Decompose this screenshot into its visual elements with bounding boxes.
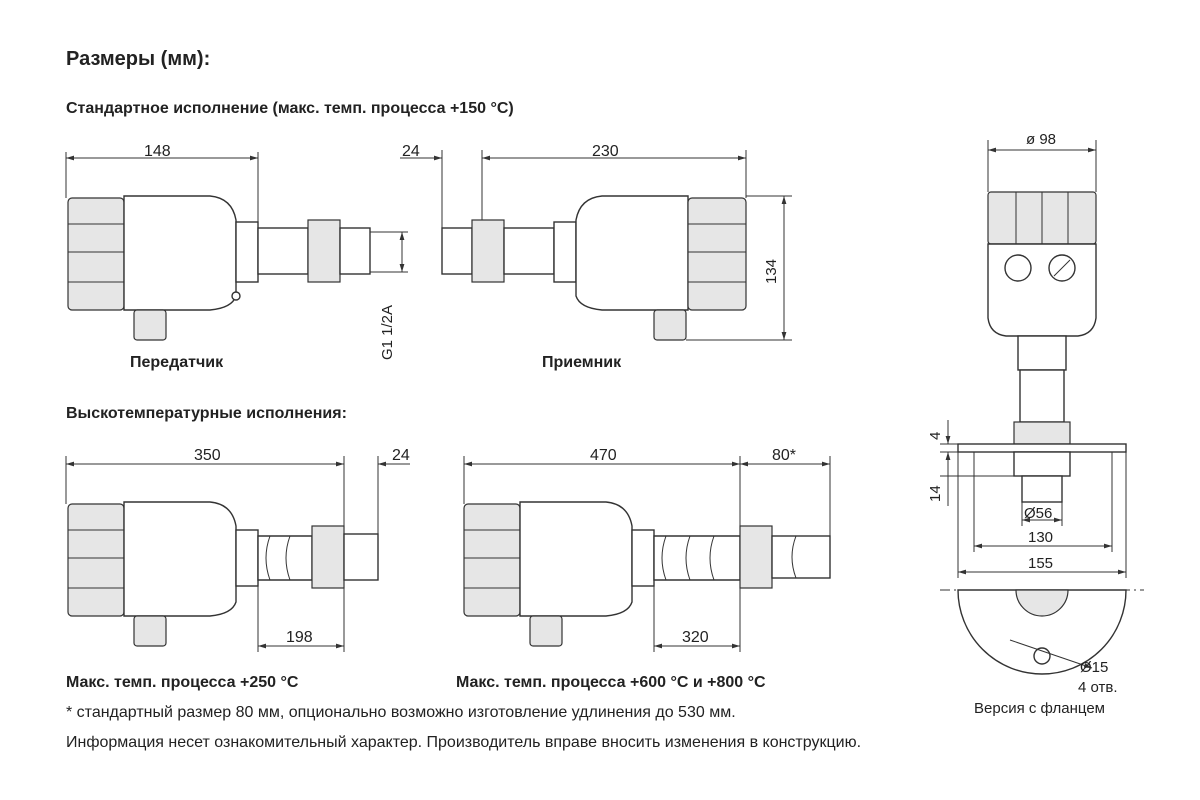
flange-dim-155: 155	[1028, 555, 1053, 572]
v250-dim-bottom: 198	[286, 629, 313, 646]
v600-drawing	[463, 501, 831, 647]
standard-heading: Стандартное исполнение (макс. темп. проц…	[66, 100, 514, 117]
flange-dim-56: Ø56	[1024, 505, 1052, 522]
receiver-dim-height: 134	[763, 259, 780, 284]
v600-dim-bottom: 320	[682, 629, 709, 646]
receiver-label: Приемник	[542, 354, 622, 371]
flange-dim-130: 130	[1028, 529, 1053, 546]
v250-drawing	[67, 501, 379, 647]
receiver-drawing	[441, 195, 747, 341]
receiver-dim-length: 230	[592, 143, 619, 160]
v600-dim-total: 470	[590, 447, 617, 464]
flange-dim-hole: Ø15	[1080, 659, 1108, 676]
flange-dim-4: 4	[927, 432, 944, 440]
flange-dim-14: 14	[927, 485, 944, 502]
v250-label: Макс. темп. процесса +250 °C	[66, 674, 299, 691]
flange-label: Версия с фланцем	[974, 700, 1105, 717]
footnote: * стандартный размер 80 мм, опционально …	[66, 704, 736, 721]
flange-dim-top: ø 98	[1026, 131, 1056, 148]
v250-dim-right: 24	[392, 447, 410, 464]
transmitter-label: Передатчик	[130, 354, 224, 371]
transmitter-thread: G1 1/2A	[379, 305, 396, 360]
v250-dim-total: 350	[194, 447, 221, 464]
flange-drawing	[957, 191, 1127, 503]
receiver-dim-left: 24	[402, 143, 420, 160]
flange-holes: 4 отв.	[1078, 679, 1118, 696]
v600-dim-right: 80*	[772, 447, 796, 464]
flange-plan-view	[940, 589, 1144, 675]
disclaimer: Информация несет ознакомительный характе…	[66, 734, 862, 751]
page-title: Размеры (мм):	[66, 48, 211, 70]
transmitter-dim-length: 148	[144, 143, 171, 160]
v600-label: Макс. темп. процесса +600 °C и +800 °C	[456, 674, 766, 691]
high-temp-heading: Выскотемпературные исполнения:	[66, 405, 347, 422]
transmitter-drawing	[67, 195, 371, 341]
